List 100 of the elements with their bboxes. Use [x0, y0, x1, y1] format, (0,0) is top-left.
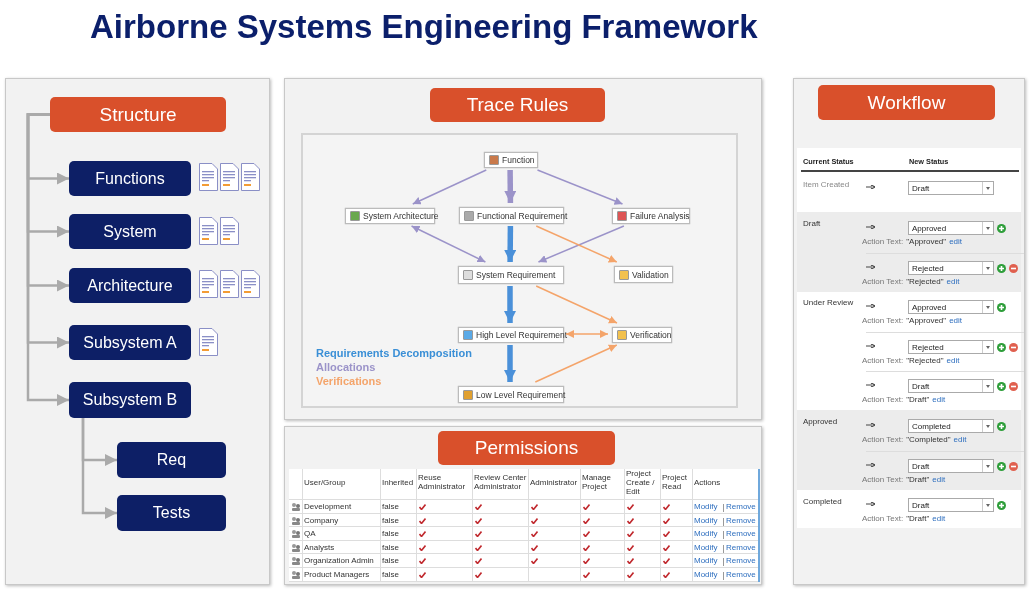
remove-link: Remove: [726, 503, 756, 512]
status-text: Completed: [803, 498, 842, 507]
modify-link: Modify: [694, 516, 718, 526]
node-label: Validation: [632, 269, 669, 280]
field-label: Action Text:: [862, 357, 904, 366]
table-cell: QA: [304, 530, 316, 539]
structure-box: Subsystem A: [69, 325, 191, 360]
node-label: Failure Analysis: [630, 211, 690, 221]
arrow: [536, 169, 624, 205]
table-cell: false: [382, 503, 399, 512]
edit-link: edit: [932, 515, 946, 524]
table-cell: false: [382, 571, 399, 580]
remove-link: Remove: [726, 516, 756, 526]
section-header: Workflow: [818, 85, 995, 120]
panel: [5, 78, 270, 585]
field-label: Action Text:: [862, 238, 904, 247]
item-type-box: [612, 327, 672, 343]
action-text-value: "Approved": [906, 317, 947, 326]
trace-diagram-frame: [301, 133, 738, 408]
select-field: Approved: [908, 300, 994, 314]
remove-link: Remove: [726, 571, 756, 580]
section-header: Trace Rules: [430, 88, 605, 122]
arrow: [81, 418, 117, 519]
modify-link: Modify: [694, 503, 718, 512]
section-header: Structure: [50, 97, 226, 132]
node-label: System Architecture: [363, 211, 439, 221]
column-header: Project Create / Edit: [626, 470, 656, 497]
select-field: Approved: [908, 221, 994, 235]
table-cell: Organization Admin: [304, 557, 374, 567]
arrow: [504, 345, 516, 382]
panel: [284, 78, 762, 420]
status-text: Draft: [803, 220, 821, 229]
modify-link: Modify: [694, 571, 718, 580]
legend-entry: Requirements Decomposition: [316, 347, 472, 359]
select-field: Draft: [908, 181, 994, 195]
column-header: Inherited: [382, 479, 414, 488]
column-header: Project Read: [662, 474, 688, 492]
structure-box: Architecture: [69, 268, 191, 303]
column-header: Manage Project: [582, 474, 612, 492]
node-label: Function: [502, 155, 535, 165]
status-text: Item Created: [803, 181, 850, 190]
edit-link: edit: [953, 436, 967, 445]
edit-link: edit: [949, 238, 963, 247]
structure-box: Subsystem B: [69, 382, 191, 418]
title: Airborne Systems Engineering Framework: [90, 8, 758, 46]
table-cell: false: [382, 516, 399, 526]
edit-link: edit: [932, 396, 946, 405]
arrow: [412, 169, 487, 205]
structure-box: Req: [117, 442, 226, 478]
node-label: Verification: [630, 330, 672, 340]
status-text: Under Review: [803, 299, 854, 308]
legend-entry: Verifications: [316, 375, 382, 387]
arrow: [410, 225, 487, 263]
item-type-box: [612, 208, 690, 224]
table-cell: Product Managers: [304, 571, 370, 580]
remove-link: Remove: [726, 530, 756, 539]
edit-link: edit: [946, 357, 960, 366]
column-header: Reuse Administrator: [418, 474, 467, 492]
arrow: [504, 286, 516, 323]
item-type-box: [458, 386, 564, 403]
select-field: Completed: [908, 419, 994, 433]
select-field: Rejected: [908, 340, 994, 354]
select-field: Draft: [908, 459, 994, 473]
table-cell: false: [382, 557, 399, 567]
modify-link: Modify: [694, 543, 718, 553]
edit-link: edit: [946, 278, 960, 287]
arrow: [504, 226, 517, 262]
column-header: Actions: [694, 479, 721, 488]
remove-link: Remove: [726, 557, 756, 567]
structure-box: Tests: [117, 495, 226, 531]
action-text-value: "Approved": [906, 238, 947, 247]
arrow: [535, 285, 618, 324]
table-cell: false: [382, 530, 399, 539]
node-label: Functional Requirement: [477, 210, 568, 221]
edit-link: edit: [932, 476, 946, 485]
arrow: [26, 113, 69, 406]
select-field: Rejected: [908, 261, 994, 275]
field-label: Action Text:: [862, 515, 904, 524]
status-text: Approved: [803, 418, 838, 427]
table-cell: Company: [304, 516, 339, 526]
node-label: Low Level Requirement: [476, 389, 566, 400]
select-field: Draft: [908, 379, 994, 393]
edit-link: edit: [949, 317, 963, 326]
table-cell: false: [382, 543, 399, 553]
field-label: Action Text:: [862, 278, 904, 287]
item-type-box: [484, 152, 538, 168]
action-text-value: "Rejected": [906, 357, 944, 366]
item-type-box: [614, 266, 673, 283]
field-label: Action Text:: [862, 476, 904, 485]
structure-box: Functions: [69, 161, 191, 196]
column-header: Administrator: [530, 479, 578, 488]
structure-box: System: [69, 214, 191, 249]
remove-link: Remove: [726, 543, 756, 553]
item-type-box: [458, 266, 564, 284]
action-text-value: "Draft": [906, 396, 930, 405]
arrow: [504, 170, 517, 204]
field-label: Action Text:: [862, 436, 904, 445]
node-label: High Level Requirement: [476, 330, 568, 340]
action-text-value: "Rejected": [906, 278, 944, 287]
modify-link: Modify: [694, 557, 718, 567]
